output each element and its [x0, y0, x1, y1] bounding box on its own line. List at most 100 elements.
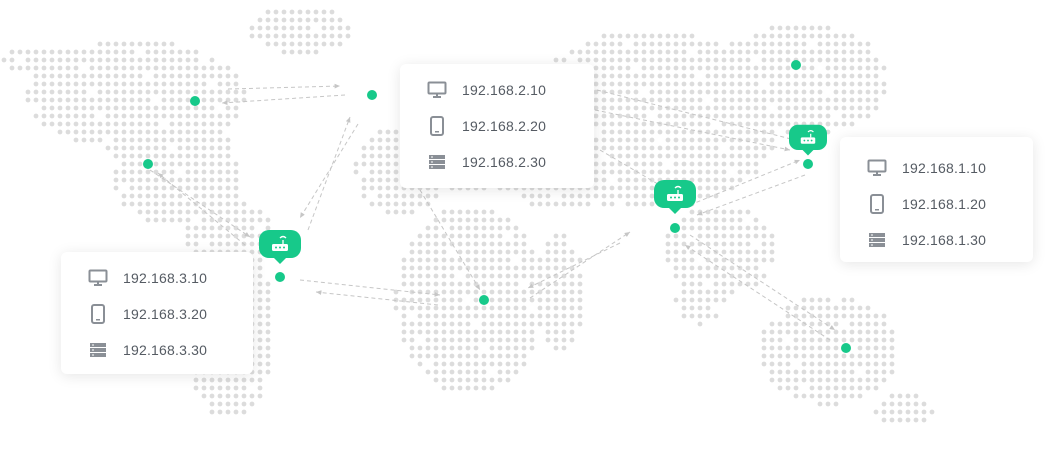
device-row[interactable]: 192.168.3.10 — [61, 260, 253, 296]
map-dot — [529, 201, 535, 207]
map-dot — [865, 353, 871, 359]
map-dot — [817, 401, 823, 407]
map-dot — [9, 57, 15, 63]
map-dot — [753, 41, 759, 47]
map-dot — [265, 33, 271, 39]
map-dot — [769, 33, 775, 39]
map-dot — [713, 105, 719, 111]
map-dot — [745, 241, 751, 247]
map-dot — [625, 33, 631, 39]
map-dot — [689, 129, 695, 135]
map-dot — [57, 89, 63, 95]
map-dot — [121, 89, 127, 95]
device-row[interactable]: 192.168.1.20 — [840, 186, 1033, 222]
map-dot — [161, 105, 167, 111]
map-dot — [697, 57, 703, 63]
map-dot — [257, 377, 263, 383]
map-dot — [833, 361, 839, 367]
map-dot — [257, 257, 263, 263]
location-node[interactable] — [670, 223, 680, 233]
router-pin-left[interactable] — [259, 230, 301, 266]
router-pin-right[interactable] — [789, 124, 827, 158]
map-dot — [225, 185, 231, 191]
map-dot — [697, 249, 703, 255]
map-dot — [809, 105, 815, 111]
map-dot — [425, 345, 431, 351]
map-dot — [753, 33, 759, 39]
map-dot — [473, 369, 479, 375]
map-dot — [729, 225, 735, 231]
location-node[interactable] — [479, 295, 489, 305]
map-dot — [409, 345, 415, 351]
map-dot — [593, 49, 599, 55]
map-dot — [193, 193, 199, 199]
map-dot — [913, 401, 919, 407]
device-ip: 192.168.3.20 — [123, 306, 208, 322]
map-dot — [857, 313, 863, 319]
device-row[interactable]: 192.168.2.20 — [400, 108, 594, 144]
map-dot — [753, 249, 759, 255]
map-dot — [153, 73, 159, 79]
location-node[interactable] — [791, 60, 801, 70]
map-dot — [49, 57, 55, 63]
device-row[interactable]: 192.168.1.30 — [840, 222, 1033, 258]
map-dot — [777, 385, 783, 391]
map-dot — [73, 57, 79, 63]
map-dot — [793, 89, 799, 95]
map-dot — [193, 137, 199, 143]
map-dot — [801, 345, 807, 351]
map-dot — [697, 313, 703, 319]
map-dot — [81, 121, 87, 127]
map-dot — [41, 73, 47, 79]
device-row[interactable]: 192.168.3.20 — [61, 296, 253, 332]
map-dot — [641, 201, 647, 207]
location-node[interactable] — [143, 159, 153, 169]
map-dot — [225, 193, 231, 199]
map-dot — [361, 185, 367, 191]
location-node[interactable] — [275, 272, 285, 282]
map-dot — [753, 217, 759, 223]
map-dot — [513, 337, 519, 343]
map-dot — [225, 113, 231, 119]
map-dot — [785, 305, 791, 311]
map-dot — [593, 145, 599, 151]
map-dot — [393, 161, 399, 167]
map-dot — [713, 89, 719, 95]
map-dot — [809, 329, 815, 335]
device-row[interactable]: 192.168.2.30 — [400, 144, 594, 180]
map-dot — [481, 209, 487, 215]
map-dot — [721, 241, 727, 247]
map-dot — [601, 169, 607, 175]
location-node[interactable] — [841, 343, 851, 353]
device-row[interactable]: 192.168.1.10 — [840, 150, 1033, 186]
map-dot — [633, 81, 639, 87]
map-dot — [41, 89, 47, 95]
map-dot — [641, 121, 647, 127]
device-row[interactable]: 192.168.2.10 — [400, 72, 594, 108]
map-dot — [193, 81, 199, 87]
location-node[interactable] — [803, 159, 813, 169]
map-dot — [449, 257, 455, 263]
map-dot — [209, 89, 215, 95]
map-dot — [169, 169, 175, 175]
map-dot — [825, 305, 831, 311]
map-dot — [537, 321, 543, 327]
location-node[interactable] — [367, 90, 377, 100]
location-node[interactable] — [190, 96, 200, 106]
router-pin-center[interactable] — [654, 180, 696, 216]
map-dot — [761, 129, 767, 135]
map-dot — [665, 81, 671, 87]
map-dot — [881, 313, 887, 319]
map-dot — [425, 297, 431, 303]
map-dot — [721, 289, 727, 295]
map-dot — [857, 329, 863, 335]
map-dot — [289, 9, 295, 15]
map-dot — [241, 209, 247, 215]
map-dot — [785, 345, 791, 351]
map-dot — [769, 337, 775, 343]
map-dot — [785, 377, 791, 383]
device-row[interactable]: 192.168.3.30 — [61, 332, 253, 368]
map-dot — [697, 273, 703, 279]
map-dot — [761, 153, 767, 159]
map-dot — [529, 257, 535, 263]
